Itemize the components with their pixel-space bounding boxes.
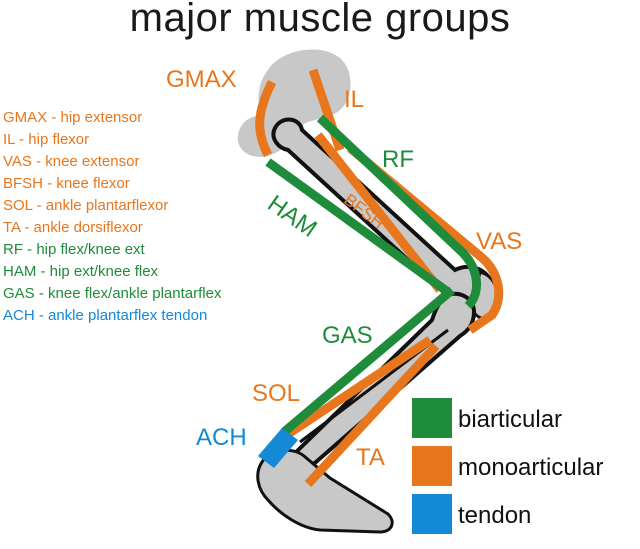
key-item-sol: SOL - ankle plantarflexor [3, 197, 169, 214]
rf-muscle [316, 114, 482, 310]
label-gmax: GMAX [166, 66, 237, 93]
sol-muscle [279, 336, 433, 442]
label-ta: TA [356, 444, 385, 471]
key-item-gmax: GMAX - hip extensor [3, 109, 143, 126]
label-il: IL [344, 86, 365, 113]
key-item-gas: GAS - knee flex/ankle plantarflex [3, 285, 222, 302]
key-item-bfsh: BFSH - knee flexor [3, 175, 130, 192]
legend-label-monoarticular: monoarticular [458, 454, 604, 481]
legend-swatch-tendon [412, 494, 452, 534]
gmax-muscle [255, 79, 277, 158]
key-item-ta: TA - ankle dorsiflexor [3, 219, 143, 236]
label-sol: SOL [252, 380, 301, 407]
label-gas: GAS [322, 322, 373, 349]
foot-bone [256, 448, 394, 534]
vas-muscle [347, 144, 504, 334]
label-ach: ACH [196, 424, 247, 451]
gas-muscle [281, 286, 455, 436]
key-item-il: IL - hip flexor [3, 131, 90, 148]
label-rf: RF [382, 146, 414, 173]
label-vas: VAS [476, 228, 523, 255]
key-item-rf: RF - hip flex/knee ext [3, 241, 145, 258]
legend-swatch-monoarticular [412, 446, 452, 486]
ach-tendon [258, 428, 298, 468]
page-title: major muscle groups [129, 0, 511, 40]
legend-swatch-biarticular [412, 398, 452, 438]
key-item-ach: ACH - ankle plantarflex tendon [3, 307, 208, 324]
legend-label-tendon: tendon [458, 502, 532, 529]
key-item-ham: HAM - hip ext/knee flex [3, 263, 159, 280]
muscle-key-list: GMAX - hip extensor IL - hip flexor VAS … [3, 107, 221, 327]
ham-muscle [265, 158, 451, 296]
key-item-vas: VAS - knee extensor [3, 153, 140, 170]
bfsh-muscle [314, 132, 444, 293]
pelvis-bone [237, 49, 351, 157]
legend-label-biarticular: biarticular [458, 406, 563, 433]
ta-muscle [304, 342, 440, 488]
